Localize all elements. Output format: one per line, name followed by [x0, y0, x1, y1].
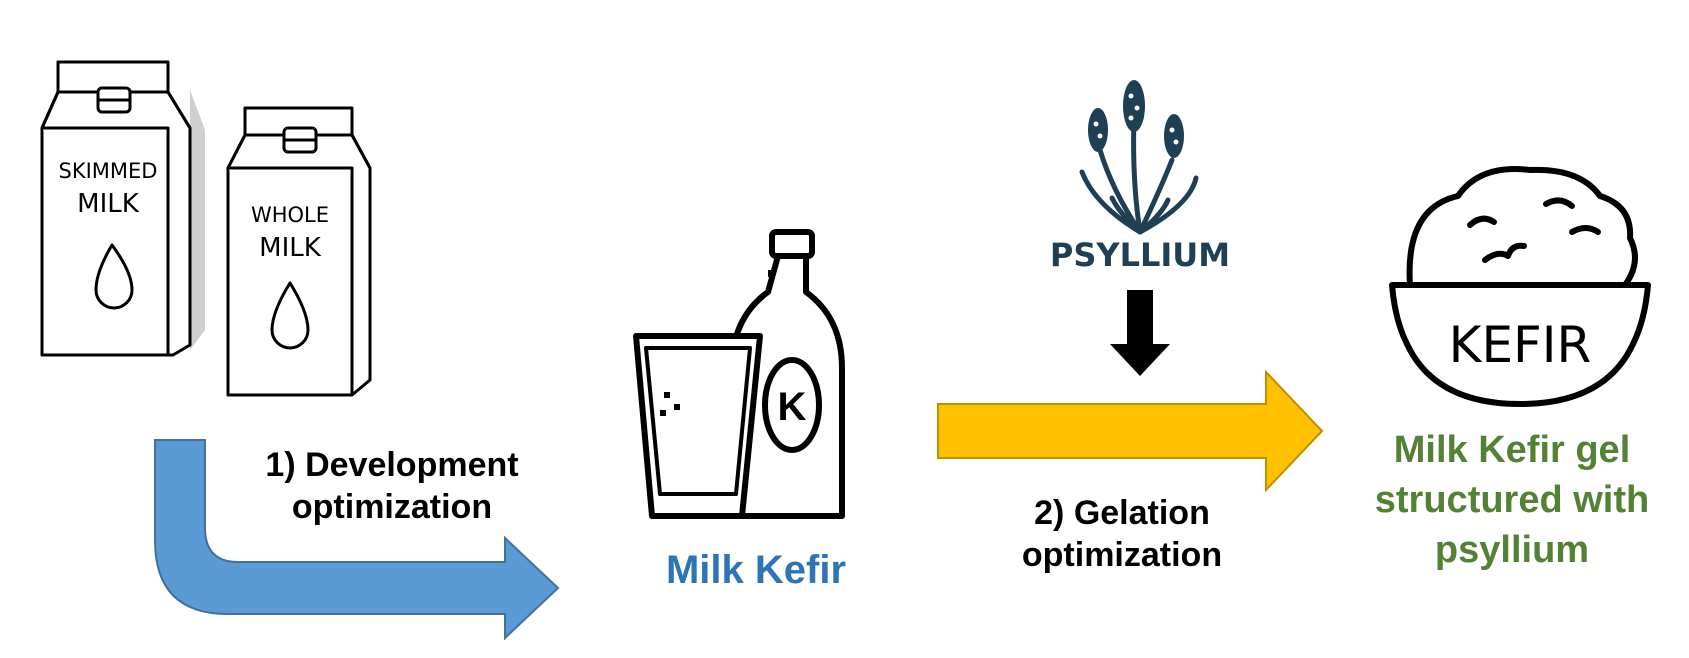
gel-label-line2: structured with [1375, 479, 1649, 521]
psyllium-label: PSYLLIUM [1050, 236, 1230, 274]
psyllium-down-arrow [1110, 290, 1170, 376]
gelation-step-line1: 2) Gelation [1034, 494, 1210, 532]
psyllium-plant-icon [1079, 80, 1199, 235]
kefir-bottle-icon: K [729, 229, 845, 519]
gelation-step-line2: optimization [1022, 536, 1222, 574]
skimmed-carton-line1: SKIMMED [59, 159, 158, 183]
skimmed-carton-line2: MILK [77, 189, 140, 219]
whole-carton-line2: MILK [259, 233, 322, 263]
gel-label-line1: Milk Kefir gel [1394, 429, 1631, 471]
whole-milk-carton-icon: WHOLE MILK [226, 106, 372, 397]
development-step-line1: 1) Development [265, 446, 518, 484]
bottle-letter: K [778, 385, 807, 429]
gelation-arrow [937, 369, 1324, 493]
gel-label-line3: psyllium [1435, 529, 1589, 571]
bowl-label: KEFIR [1449, 316, 1592, 374]
whole-carton-line1: WHOLE [251, 203, 329, 227]
development-step-line2: optimization [292, 488, 492, 526]
kefir-bowl-icon: KEFIR [1389, 166, 1651, 407]
kefir-glass-icon [633, 333, 763, 519]
development-arrow [154, 439, 560, 641]
skimmed-milk-carton-icon: SKIMMED MILK [40, 60, 205, 357]
milk-kefir-label: Milk Kefir [666, 548, 846, 592]
